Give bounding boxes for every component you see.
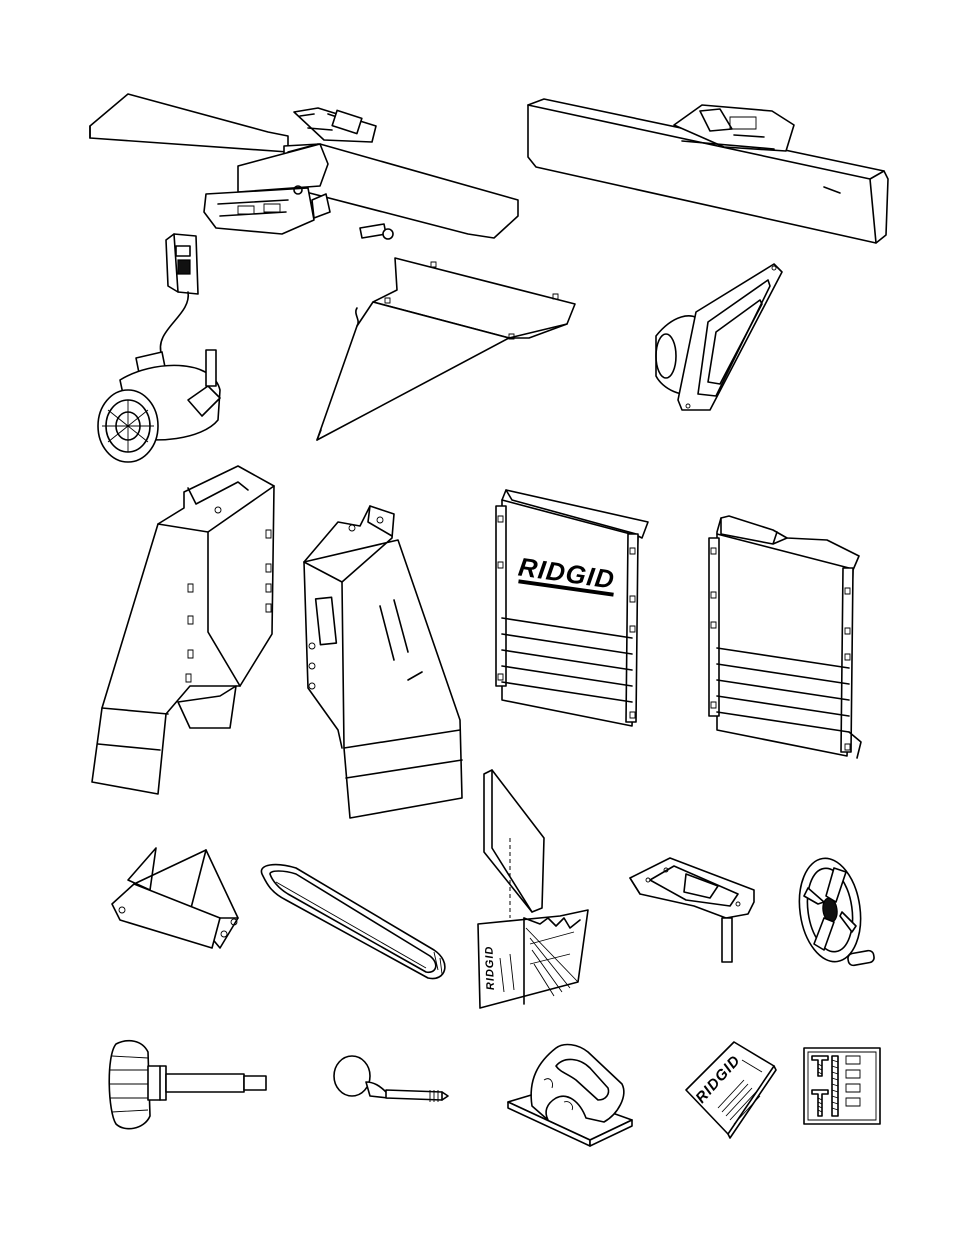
motor-bracket bbox=[108, 844, 244, 952]
ridgid-logo-small: RIDGID bbox=[483, 945, 497, 990]
motor-and-switch bbox=[92, 230, 232, 468]
push-block bbox=[504, 1040, 634, 1146]
handwheel bbox=[794, 852, 876, 972]
fence bbox=[524, 95, 892, 247]
drive-belt bbox=[256, 860, 456, 988]
locking-knob bbox=[104, 1036, 270, 1136]
dust-chute bbox=[652, 260, 788, 416]
left-stand-leg bbox=[88, 464, 278, 800]
operators-manual: RIDGID bbox=[682, 1038, 778, 1138]
jointer-base-assembly bbox=[88, 88, 520, 248]
handle-lever bbox=[330, 1052, 454, 1110]
chip-deflector bbox=[313, 254, 577, 444]
hardware-bag bbox=[802, 1046, 882, 1126]
blade-guard-kit: RIDGID bbox=[470, 768, 592, 1016]
fence-bracket bbox=[626, 854, 760, 966]
rear-panel bbox=[703, 512, 865, 770]
front-panel-with-logo: RIDGID bbox=[488, 486, 654, 738]
right-stand-leg bbox=[298, 498, 476, 820]
